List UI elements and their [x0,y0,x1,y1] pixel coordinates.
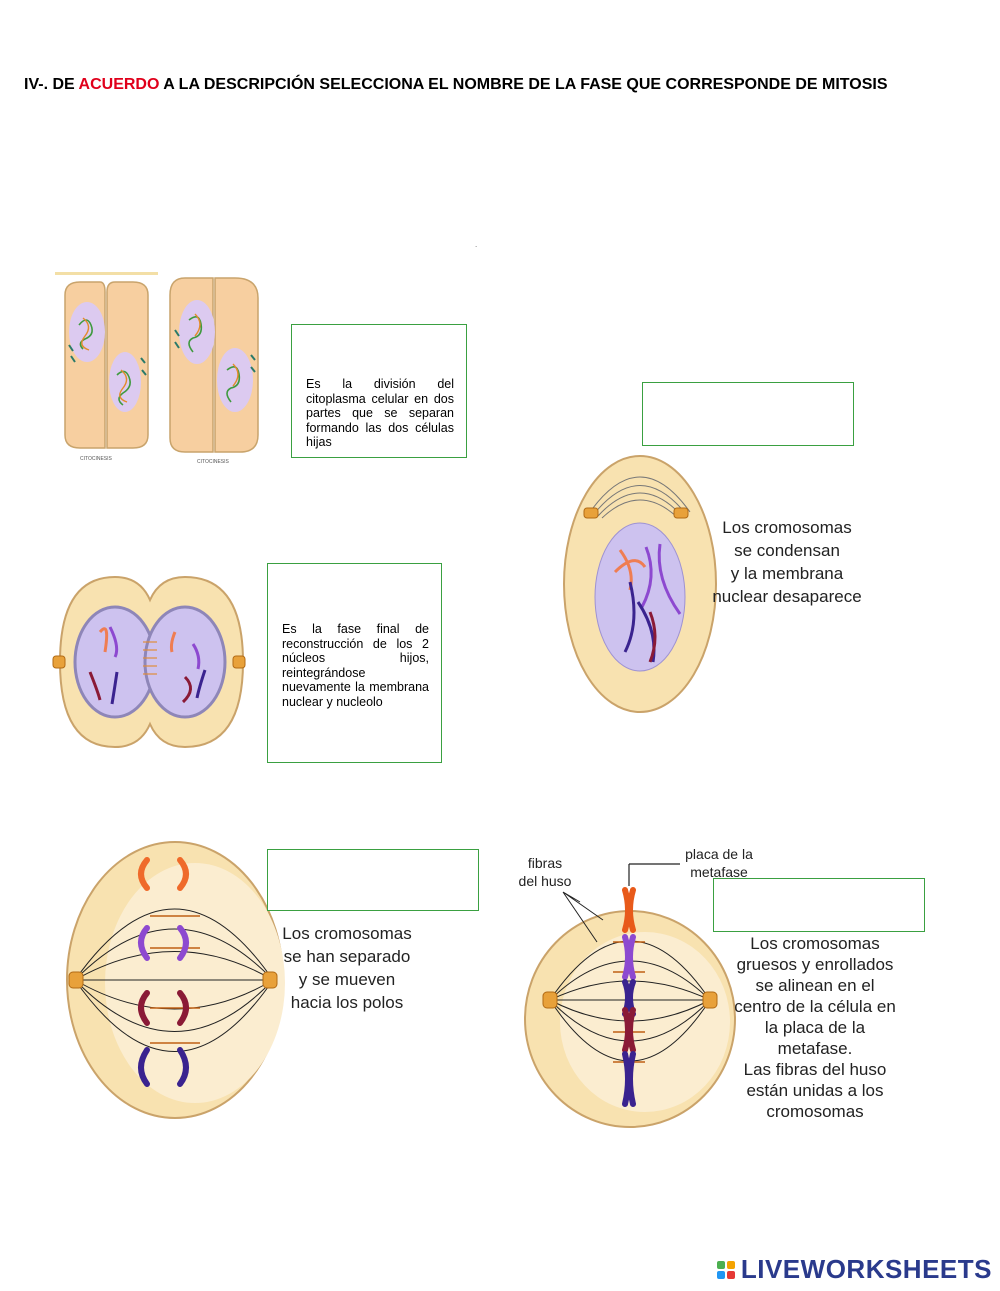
prophase-caption-line-1: Los cromosomas [722,518,851,537]
prophase-caption: Los cromosomas se condensan y la membran… [712,518,861,606]
metaphase-caption-line-6: metafase. [778,1039,853,1058]
anaphase-caption-line-2: se han separado [284,947,411,966]
telophase-description: Es la fase final de reconstrucción de lo… [282,622,429,709]
brand-name: LIVEWORKSHEETS [740,1254,992,1284]
metaphase-caption-line-4: centro de la célula en [734,997,896,1016]
metaphase-label-fibras-2: del huso [519,873,572,889]
metaphase-caption-line-3: se alinean en el [755,976,874,995]
metaphase-caption-line-5: la placa de la [765,1018,866,1037]
anaphase-caption-line-1: Los cromosomas [282,924,411,943]
svg-text:CITOCINESIS: CITOCINESIS [80,456,113,462]
metaphase-image: fibras del huso placa de la metafase [519,846,753,1128]
title-prefix: IV-. DE [24,76,79,93]
metaphase-caption-line-1: Los cromosomas [750,934,879,953]
anaphase-caption: Los cromosomas se han separado y se muev… [282,924,411,1012]
cytokinesis-description-box: Es la división del citoplasma celular en… [291,324,467,458]
prophase-caption-line-3: y la membrana [731,564,844,583]
prophase-image [563,455,717,713]
metaphase-caption-line-9: cromosomas [766,1102,863,1121]
stray-dot: . [475,240,478,249]
prophase-caption-line-2: se condensan [734,541,840,560]
logo-square-2 [726,1260,735,1269]
prophase-caption-line-4: nuclear desaparece [712,587,861,606]
logo-square-1 [716,1260,725,1269]
telophase-image [52,575,246,749]
svg-text:CITOCINESIS: CITOCINESIS [197,459,230,465]
liveworksheets-logo-icon [716,1260,735,1279]
telophase-description-box: Es la fase final de reconstrucción de lo… [267,563,442,763]
title-highlight: ACUERDO [78,76,160,93]
worksheet-title: IV-. DE ACUERDO A LA DESCRIPCIÓN SELECCI… [24,73,964,96]
cytokinesis-image: CITOCINESIS CITOCINESIS [55,272,259,465]
profase-answer-box[interactable] [642,382,854,446]
anafase-answer-box[interactable] [267,849,479,911]
logo-square-4 [726,1270,735,1279]
anaphase-caption-line-4: hacia los polos [291,993,403,1012]
metaphase-caption-line-8: están unidas a los [746,1081,883,1100]
metaphase-caption-line-2: gruesos y enrollados [737,955,894,974]
anaphase-caption-line-3: y se mueven [299,970,395,989]
liveworksheets-brand: LIVEWORKSHEETS [716,1254,992,1285]
title-rest: A LA DESCRIPCIÓN SELECCIONA EL NOMBRE DE… [159,76,888,93]
metaphase-caption-line-7: Las fibras del huso [744,1060,887,1079]
cytokinesis-description: Es la división del citoplasma celular en… [306,377,454,449]
metaphase-label-fibras-1: fibras [528,855,562,871]
anaphase-image [66,841,285,1119]
logo-square-3 [716,1270,725,1279]
metaphase-label-placa-2: metafase [690,864,748,880]
metaphase-caption: Los cromosomas gruesos y enrollados se a… [734,934,896,1121]
metaphase-label-placa-1: placa de la [685,846,753,862]
metafase-answer-box[interactable] [713,878,925,932]
